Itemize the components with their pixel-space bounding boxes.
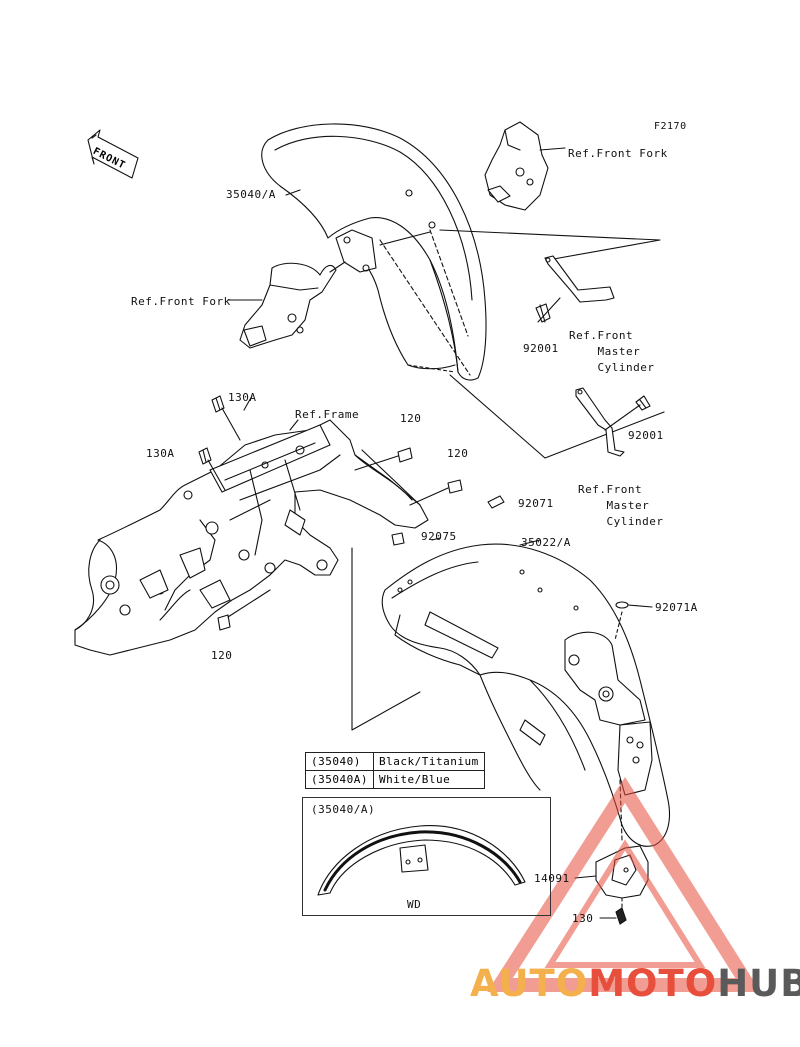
front-arrow-icon bbox=[87, 129, 139, 179]
label-120-lower: 120 bbox=[211, 649, 233, 662]
label-130A-upper: 130A bbox=[228, 391, 257, 404]
label-ref-master-cylinder-lower: Ref.Front Master Cylinder bbox=[578, 483, 664, 528]
watermark-part-hub: HUB bbox=[717, 962, 800, 1005]
label-ref-master-cylinder-upper: Ref.Front Master Cylinder bbox=[569, 329, 655, 374]
color-table: (35040) Black/Titanium (35040A) White/Bl… bbox=[305, 752, 485, 789]
label-ref-frame: Ref.Frame bbox=[295, 408, 360, 421]
color-code-cell: (35040) bbox=[305, 752, 374, 771]
inset-fender-drawing bbox=[317, 825, 526, 896]
master-cylinder-bracket-upper bbox=[544, 255, 615, 303]
figure-code: F2170 bbox=[654, 121, 687, 132]
inset-title: (35040/A) bbox=[311, 803, 376, 816]
frame-drawing bbox=[74, 419, 429, 656]
color-code-cell: (35040A) bbox=[305, 770, 374, 789]
label-92001-lower: 92001 bbox=[628, 429, 664, 442]
label-120-upper: 120 bbox=[400, 412, 422, 425]
label-ref-front-fork-right: Ref.Front Fork bbox=[568, 147, 668, 160]
label-120-middle: 120 bbox=[447, 447, 469, 460]
label-14091: 14091 bbox=[534, 872, 570, 885]
front-fender-drawing bbox=[261, 123, 487, 381]
label-92001-upper: 92001 bbox=[523, 342, 559, 355]
label-130A-lower: 130A bbox=[146, 447, 175, 460]
label-92071A: 92071A bbox=[655, 601, 698, 614]
label-92075: 92075 bbox=[421, 530, 457, 543]
color-name-cell: Black/Titanium bbox=[372, 752, 485, 771]
front-fork-left-drawing bbox=[239, 261, 346, 349]
color-table-row: (35040) Black/Titanium bbox=[305, 752, 485, 771]
rear-fender-drawing bbox=[381, 543, 671, 847]
watermark-logo: AUTOMOTOHUB bbox=[470, 962, 800, 1005]
watermark-part-moto: MOTO bbox=[588, 962, 718, 1005]
label-92071: 92071 bbox=[518, 497, 554, 510]
color-table-row: (35040A) White/Blue bbox=[305, 770, 485, 789]
inset-box: (35040/A) WD bbox=[302, 797, 551, 916]
master-cylinder-bracket-lower bbox=[575, 387, 625, 457]
label-35040A: 35040/A bbox=[226, 188, 276, 201]
label-130: 130 bbox=[572, 912, 594, 925]
label-35022A: 35022/A bbox=[521, 536, 571, 549]
watermark-part-auto: AUTO bbox=[470, 962, 589, 1005]
front-fork-right-drawing bbox=[484, 121, 566, 211]
label-ref-front-fork-left: Ref.Front Fork bbox=[131, 295, 231, 308]
watermark-triangle-icon bbox=[487, 776, 761, 992]
color-name-cell: White/Blue bbox=[372, 770, 485, 789]
inset-caption: WD bbox=[407, 898, 422, 911]
